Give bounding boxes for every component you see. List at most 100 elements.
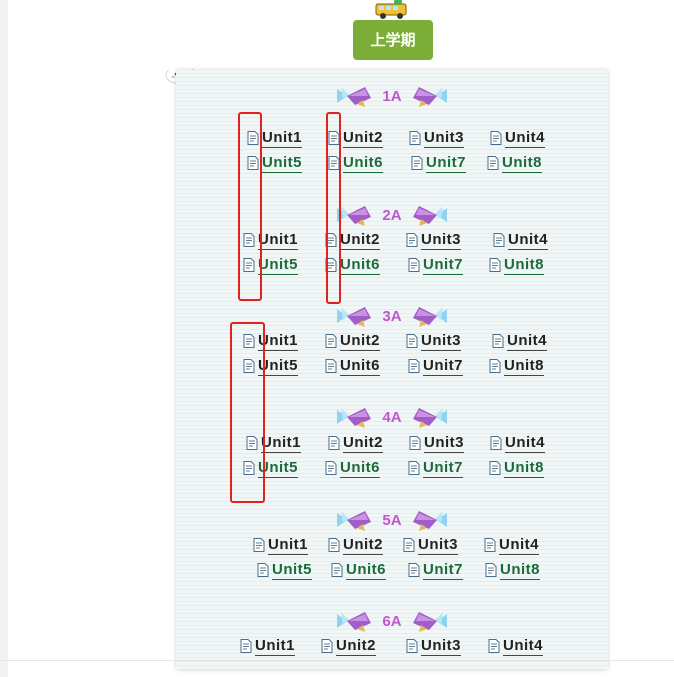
unit-link[interactable]: Unit8: [485, 559, 540, 581]
unit-link[interactable]: Unit3: [406, 229, 461, 251]
unit-link[interactable]: Unit3: [409, 127, 464, 149]
unit-link[interactable]: Unit6: [325, 457, 380, 479]
unit-label: Unit3: [418, 535, 458, 555]
document-icon: [489, 461, 501, 475]
unit-label: Unit5: [258, 255, 298, 275]
unit-link[interactable]: Unit7: [408, 457, 463, 479]
divider: [0, 660, 674, 661]
unit-link[interactable]: Unit4: [493, 229, 548, 251]
unit-link[interactable]: Unit2: [328, 534, 383, 556]
unit-link[interactable]: Unit3: [409, 432, 464, 454]
unit-link[interactable]: Unit1: [253, 534, 308, 556]
unit-link[interactable]: Unit7: [408, 559, 463, 581]
unit-link[interactable]: Unit8: [487, 152, 542, 174]
document-icon: [325, 461, 337, 475]
document-icon: [243, 233, 255, 247]
grade-label: 6A: [382, 612, 402, 630]
grade-label: 1A: [382, 87, 402, 105]
unit-label: Unit7: [423, 255, 463, 275]
unit-link[interactable]: Unit8: [489, 355, 544, 377]
candy-icon: [337, 307, 371, 327]
unit-link[interactable]: Unit1: [247, 127, 302, 149]
unit-label: Unit5: [262, 153, 302, 173]
unit-link[interactable]: Unit2: [321, 635, 376, 657]
unit-label: Unit7: [426, 153, 466, 173]
unit-label: Unit4: [505, 433, 545, 453]
document-icon: [325, 359, 337, 373]
unit-link[interactable]: Unit5: [243, 254, 298, 276]
document-icon: [247, 131, 259, 145]
grade-heading: 3A: [335, 304, 449, 328]
unit-link[interactable]: Unit8: [489, 457, 544, 479]
unit-link[interactable]: Unit6: [328, 152, 383, 174]
document-icon: [243, 258, 255, 272]
unit-label: Unit2: [336, 636, 376, 656]
unit-link[interactable]: Unit4: [490, 432, 545, 454]
document-icon: [488, 639, 500, 653]
document-icon: [489, 258, 501, 272]
unit-link[interactable]: Unit3: [406, 635, 461, 657]
document-icon: [247, 156, 259, 170]
unit-label: Unit2: [343, 535, 383, 555]
unit-link[interactable]: Unit7: [411, 152, 466, 174]
unit-label: Unit7: [423, 560, 463, 580]
document-icon: [490, 436, 502, 450]
unit-link[interactable]: Unit6: [325, 254, 380, 276]
unit-link[interactable]: Unit1: [243, 330, 298, 352]
unit-link[interactable]: Unit5: [257, 559, 312, 581]
unit-label: Unit8: [504, 255, 544, 275]
school-bus-icon: [375, 0, 407, 19]
document-icon: [493, 233, 505, 247]
unit-link[interactable]: Unit6: [325, 355, 380, 377]
unit-link[interactable]: Unit7: [408, 355, 463, 377]
unit-link[interactable]: Unit2: [328, 127, 383, 149]
term-button[interactable]: 上学期: [353, 20, 433, 60]
grade-heading: 5A: [335, 508, 449, 532]
unit-link[interactable]: Unit1: [243, 229, 298, 251]
left-gutter: [0, 0, 8, 677]
unit-link[interactable]: Unit2: [325, 229, 380, 251]
unit-label: Unit6: [340, 255, 380, 275]
document-icon: [411, 156, 423, 170]
candy-icon: [413, 87, 447, 107]
unit-link[interactable]: Unit4: [492, 330, 547, 352]
unit-link[interactable]: Unit6: [331, 559, 386, 581]
document-icon: [243, 461, 255, 475]
unit-link[interactable]: Unit8: [489, 254, 544, 276]
document-icon: [487, 156, 499, 170]
document-icon: [484, 538, 496, 552]
highlight-box: [238, 112, 262, 301]
candy-icon: [337, 206, 371, 226]
unit-label: Unit8: [504, 458, 544, 478]
highlight-box: [326, 112, 341, 304]
unit-link[interactable]: Unit1: [246, 432, 301, 454]
unit-link[interactable]: Unit2: [328, 432, 383, 454]
unit-label: Unit5: [272, 560, 312, 580]
unit-link[interactable]: Unit2: [325, 330, 380, 352]
unit-link[interactable]: Unit4: [488, 635, 543, 657]
unit-label: Unit4: [503, 636, 543, 656]
unit-label: Unit2: [343, 433, 383, 453]
document-icon: [243, 334, 255, 348]
document-icon: [492, 334, 504, 348]
unit-label: Unit3: [424, 433, 464, 453]
unit-label: Unit8: [504, 356, 544, 376]
unit-link[interactable]: Unit5: [243, 457, 298, 479]
unit-label: Unit4: [508, 230, 548, 250]
unit-link[interactable]: Unit4: [490, 127, 545, 149]
unit-link[interactable]: Unit7: [408, 254, 463, 276]
unit-link[interactable]: Unit5: [243, 355, 298, 377]
unit-label: Unit5: [258, 356, 298, 376]
unit-link[interactable]: Unit5: [247, 152, 302, 174]
unit-link[interactable]: Unit4: [484, 534, 539, 556]
document-icon: [408, 359, 420, 373]
unit-link[interactable]: Unit1: [240, 635, 295, 657]
unit-label: Unit7: [423, 356, 463, 376]
unit-link[interactable]: Unit3: [406, 330, 461, 352]
unit-link[interactable]: Unit3: [403, 534, 458, 556]
unit-label: Unit1: [258, 230, 298, 250]
document-icon: [406, 639, 418, 653]
unit-label: Unit2: [340, 331, 380, 351]
unit-label: Unit3: [421, 331, 461, 351]
document-icon: [321, 639, 333, 653]
